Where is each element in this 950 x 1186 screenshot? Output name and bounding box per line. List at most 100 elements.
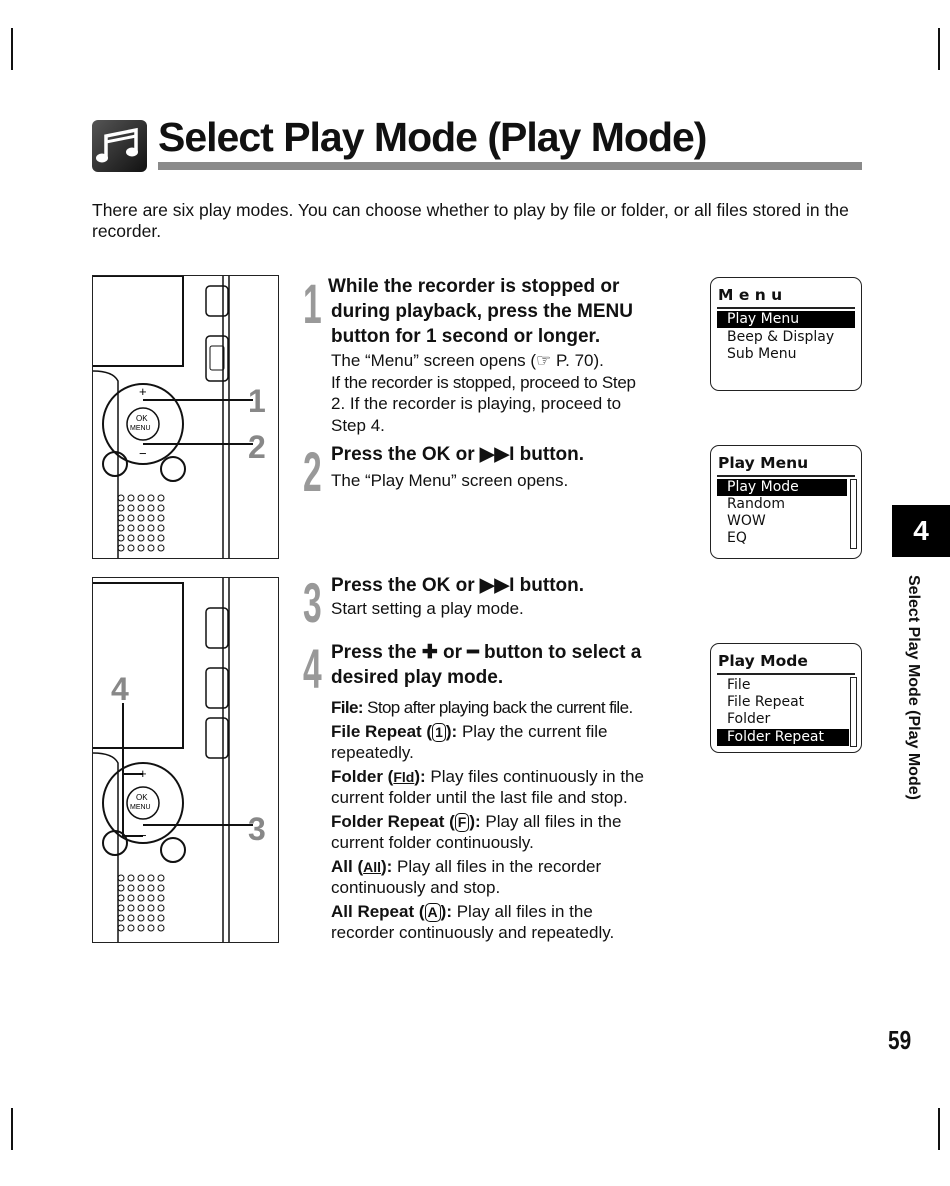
lcd-item: Beep & Display [727,329,835,345]
callout-4: 4 [111,671,129,707]
mode-desc: Play files continuously in the [425,766,644,786]
step-1-heading-line: While the recorder is stopped or [328,276,620,297]
ok-label: OK [136,793,148,802]
side-section-label: Select Play Mode (Play Mode) [905,575,922,800]
lcd-item-selected: Play Mode [717,479,847,496]
ok-label: OK [136,414,148,423]
callout-3: 3 [248,811,266,847]
recorder-illustration-2: + − OK MENU 4 3 [92,577,279,943]
step-4-heading-line: desired play mode. [331,667,504,688]
mode-desc: continuously and stop. [331,878,501,897]
mode-folder-repeat: Folder Repeat (F): Play all files in the… [331,811,676,854]
chapter-tab: 4 [892,505,950,557]
crop-mark [11,1108,13,1150]
mode-desc: recorder continuously and repeatedly. [331,923,615,942]
lcd-item: File [727,677,751,693]
step-1-heading-line: button for 1 second or longer. [331,326,601,347]
mode-label-end: ): [440,901,452,921]
crop-mark [938,28,940,70]
all-arrow-icon: All [363,858,381,875]
lcd-item: Sub Menu [727,346,797,362]
plus-label: + [139,766,147,781]
menu-label: MENU [130,425,151,432]
lcd-rule [717,475,855,477]
minus-label: − [139,828,147,843]
lcd-rule [717,673,855,675]
lcd-item: Folder [727,711,771,727]
step-1-body-line: The “Menu” screen opens (☞ P. 70). [331,351,604,370]
crop-mark [11,28,13,70]
page-number: 59 [888,1025,912,1055]
mode-folder: Folder (Fld): Play files continuously in… [331,766,676,809]
page-title: Select Play Mode (Play Mode) [158,114,707,160]
lcd-item-selected: Folder Repeat [717,729,849,746]
step-number-2: 2 [303,440,322,503]
lcd-title: Play Menu [718,454,809,472]
repeat-one-icon: 1 [432,722,446,742]
mode-desc: Play all files in the [480,811,622,831]
mode-desc: current folder continuously. [331,833,534,852]
step-4-heading-line: Press the ✚ or ━ button to select a [331,642,642,663]
lcd-item-selected: Play Menu [717,311,855,328]
step-number-4: 4 [303,637,322,700]
play-mode-list: File: Stop after playing back the curren… [331,697,676,944]
intro-paragraph: There are six play modes. You can choose… [92,200,849,241]
mode-label: Folder Repeat ( [331,811,455,831]
step-3-body: Start setting a play mode. [331,599,524,618]
lcd-rule [717,307,855,309]
step-1-body-line: Step 4. [331,415,385,435]
recorder-drawing: + − OK MENU 1 2 [93,276,266,558]
callout-1: 1 [248,383,266,419]
lcd-scrollbar [850,479,857,549]
mode-label: All Repeat ( [331,901,425,921]
mode-label-end: ): [445,721,458,741]
lcd-screen-play-mode: Play Mode File File Repeat Folder Folder… [710,643,862,753]
mode-desc: Play the current file [457,721,608,741]
menu-label: MENU [130,804,151,811]
folder-arrow-icon: Fld [393,768,415,785]
mode-label-end: ): [381,856,393,876]
lcd-item: WOW [727,513,766,529]
step-1-heading: While the recorder is stopped or during … [328,274,676,349]
callout-2: 2 [248,429,266,465]
lcd-scrollbar [850,677,857,747]
all-repeat-icon: A [424,902,441,922]
minus-label: − [139,446,147,461]
step-1-heading-line: during playback, press the MENU [331,301,633,322]
lcd-item: File Repeat [727,694,805,710]
step-3-heading: Press the OK or ▶▶I button. [331,575,585,596]
lcd-screen-play-menu: Play Menu Play Mode Random WOW EQ [710,445,862,559]
step-2-heading: Press the OK or ▶▶I button. [331,444,585,465]
mode-desc: Stop after playing back the current file… [367,698,633,717]
step-number-1: 1 [303,272,322,335]
mode-all-repeat: All Repeat (A): Play all files in the re… [331,901,676,944]
mode-desc: Play all files in the recorder [392,856,602,876]
step-1-body: The “Menu” screen opens (☞ P. 70). If th… [331,350,679,436]
mode-file: File: Stop after playing back the curren… [331,697,676,719]
lcd-title: M e n u [718,286,783,304]
mode-desc: current folder until the last file and s… [331,788,628,807]
lcd-item: Random [727,496,785,512]
mode-desc: repeatedly. [331,743,414,762]
lcd-title: Play Mode [718,652,808,670]
step-1-body-line: If the recorder is stopped, proceed to S… [331,372,636,392]
recorder-drawing: + − OK MENU 4 3 [93,578,266,942]
step-2-body: The “Play Menu” screen opens. [331,471,569,490]
plus-label: + [139,384,147,399]
recorder-illustration-1: + − OK MENU 1 2 [92,275,279,559]
mode-label: File: [331,698,364,717]
mode-file-repeat: File Repeat (1): Play the current file r… [331,721,676,764]
mode-label-end: ): [414,766,426,786]
step-number-3: 3 [303,571,322,634]
music-note-icon [92,120,147,172]
crop-mark [938,1108,940,1150]
step-4-heading: Press the ✚ or ━ button to select a desi… [331,640,681,690]
lcd-item: EQ [727,530,747,546]
title-rule [158,162,862,170]
mode-all: All (All): Play all files in the recorde… [331,856,676,899]
mode-label-end: ): [469,811,481,831]
folder-repeat-icon: F [454,812,470,832]
mode-label: File Repeat ( [331,721,433,741]
mode-label: All ( [331,856,364,876]
mode-desc: Play all files in the [451,901,593,921]
